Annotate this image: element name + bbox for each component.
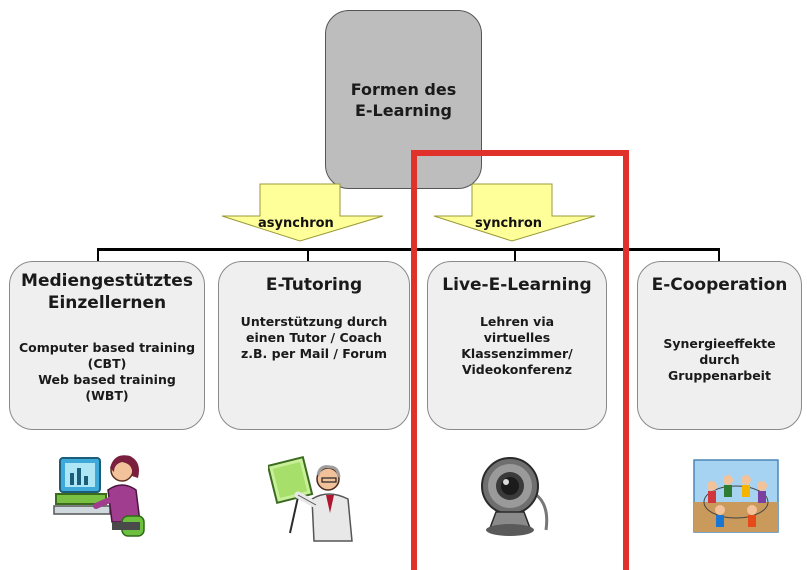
- connector-horizontal: [97, 248, 719, 251]
- card-e-cooperation: E-Cooperation Synergieeffekte durch Grup…: [637, 261, 802, 430]
- group-circle-icon: [693, 459, 779, 533]
- highlight-frame: [411, 150, 629, 570]
- card-text: Synergieeffekte durch Gruppenarbeit: [638, 336, 801, 384]
- card-text-line: Lehren via: [479, 314, 555, 329]
- tutor-presenting-icon: [268, 455, 353, 542]
- card-text: Unterstützung durch einen Tutor / Coach …: [219, 314, 409, 362]
- card-text-line: Computer based training: [18, 340, 196, 355]
- root-title-line1: Formen des: [350, 79, 457, 99]
- card-title: E-Cooperation: [638, 274, 801, 296]
- card-title-line: E-Cooperation: [651, 275, 788, 295]
- root-title-line2: E-Learning: [354, 100, 453, 120]
- connector-drop-4: [718, 248, 720, 266]
- card-text-line: Synergieeffekte: [663, 336, 776, 351]
- card-title-line: Live-E-Learning: [442, 275, 592, 295]
- card-text-line: (WBT): [85, 388, 129, 403]
- card-text-line: durch: [699, 352, 740, 367]
- card-text-line: z.B. per Mail / Forum: [240, 346, 387, 361]
- webcam-icon: [481, 457, 549, 536]
- connector-drop-3: [514, 248, 516, 262]
- asynchron-arrow: [221, 183, 384, 242]
- card-text-line: virtuelles: [483, 330, 551, 345]
- card-text-line: Videokonferenz: [462, 362, 572, 377]
- card-mediengestuetztes-einzellernen: Mediengestütztes Einzellernen Computer b…: [9, 261, 205, 430]
- synchron-label: synchron: [475, 216, 543, 231]
- root-node: Formen des E-Learning: [325, 10, 482, 189]
- card-e-tutoring: E-Tutoring Unterstützung durch einen Tut…: [218, 261, 410, 430]
- card-title: Live-E-Learning: [428, 274, 606, 296]
- card-title: E-Tutoring: [219, 274, 409, 296]
- connector-drop-1: [97, 248, 99, 266]
- card-live-e-learning: Live-E-Learning Lehren via virtuelles Kl…: [427, 261, 607, 430]
- card-text-line: Klassenzimmer/: [461, 346, 573, 361]
- card-title-line: Einzellernen: [47, 293, 167, 313]
- person-at-computer-icon: [53, 455, 145, 537]
- card-title: Mediengestütztes Einzellernen: [10, 270, 204, 314]
- card-text-line: Web based training: [38, 372, 176, 387]
- synchron-arrow: [433, 183, 596, 242]
- card-text: Lehren via virtuelles Klassenzimmer/ Vid…: [428, 314, 606, 378]
- card-text-line: Unterstützung durch: [240, 314, 388, 329]
- connector-drop-2: [307, 248, 309, 262]
- asynchron-label: asynchron: [258, 216, 334, 231]
- card-text-line: (CBT): [87, 356, 127, 371]
- card-text: Computer based training (CBT) Web based …: [10, 340, 204, 404]
- card-title-line: E-Tutoring: [265, 275, 363, 295]
- card-text-line: einen Tutor / Coach: [246, 330, 382, 345]
- card-title-line: Mediengestütztes: [21, 271, 193, 291]
- card-text-line: Gruppenarbeit: [668, 368, 771, 383]
